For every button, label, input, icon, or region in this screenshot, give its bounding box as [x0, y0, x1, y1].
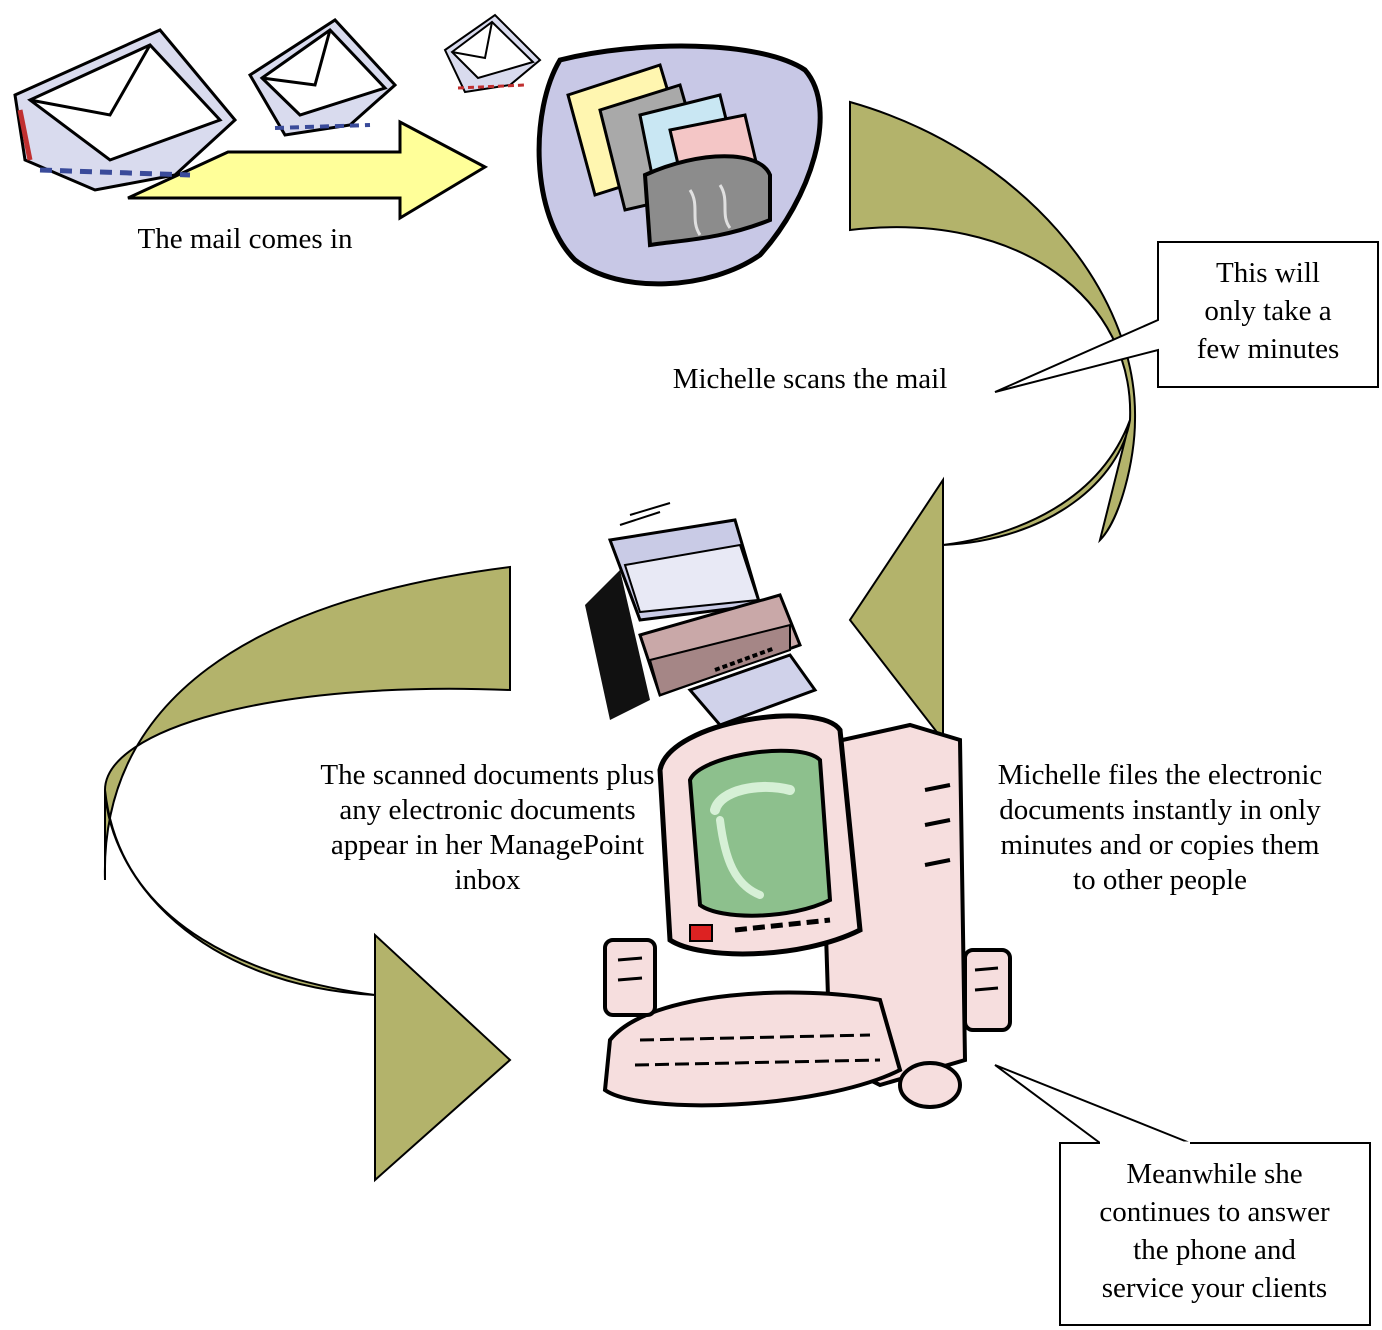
step-mail-comes-in: The mail comes in: [137, 223, 353, 255]
callout-line: Meanwhile she: [1126, 1158, 1303, 1190]
mail-folder-icon: [536, 43, 823, 287]
curved-arrow-left: [103, 565, 512, 1183]
callout-line: only take a: [1204, 295, 1332, 327]
computer-icon: [602, 713, 1012, 1109]
envelope-icon: [247, 18, 398, 137]
step-files-documents-line: documents instantly in only: [999, 794, 1321, 826]
step-scanned-documents-line: The scanned documents plus: [320, 759, 655, 791]
callout-line: few minutes: [1196, 333, 1340, 365]
envelope-icon: [443, 13, 542, 94]
step-scanned-documents-line: any electronic documents: [339, 794, 636, 826]
step-files-documents-line: Michelle files the electronic: [997, 759, 1323, 791]
envelope-icon: [13, 28, 238, 192]
step-files-documents: Michelle files the electronic documents …: [955, 758, 1365, 898]
step-scanned-documents: The scanned documents plus any electroni…: [270, 758, 705, 898]
step-scanned-documents-line: inbox: [454, 864, 521, 896]
step-scanned-documents-line: appear in her ManagePoint: [330, 829, 645, 861]
curved-arrow-right: [848, 100, 1137, 743]
straight-arrow: [127, 119, 489, 221]
step-scans-mail: Michelle scans the mail: [672, 363, 948, 395]
callout-line: This will: [1216, 257, 1320, 289]
callout-meanwhile: [994, 1064, 1371, 1326]
callout-line: service your clients: [1101, 1272, 1328, 1304]
callout-line: the phone and: [1133, 1234, 1296, 1266]
callout-few-minutes-text: This will only take a few minutes: [1158, 254, 1378, 368]
step-files-documents-line: to other people: [1073, 864, 1247, 896]
printer-icon: [585, 502, 818, 727]
callout-line: continues to answer: [1099, 1196, 1330, 1228]
callout-few-minutes: [994, 241, 1379, 393]
step-files-documents-line: minutes and or copies them: [1000, 829, 1320, 861]
callout-meanwhile-text: Meanwhile she continues to answer the ph…: [1062, 1155, 1367, 1307]
